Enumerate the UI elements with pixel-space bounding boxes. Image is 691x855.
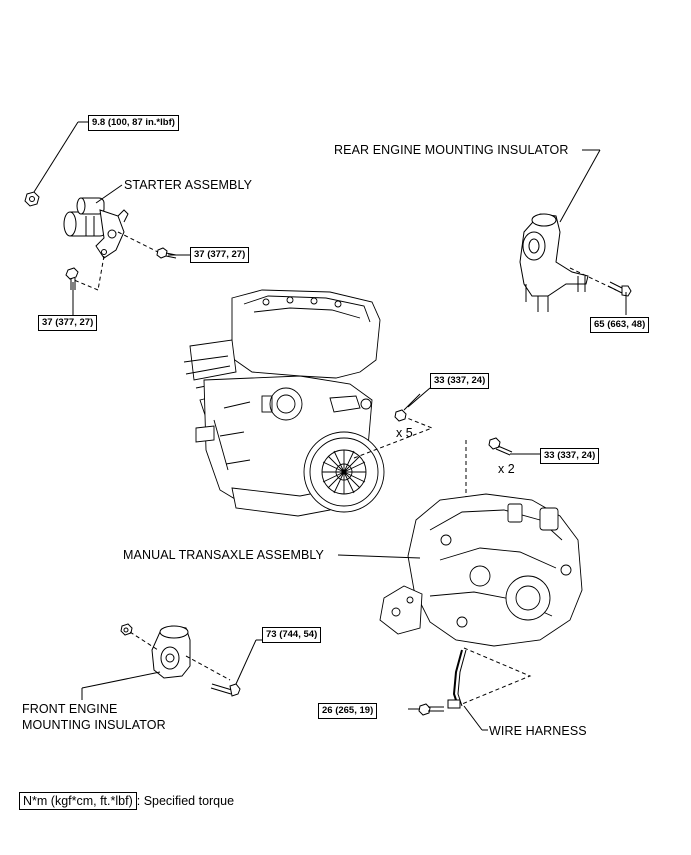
torque-front-mount-bolt: 73 (744, 54) (262, 627, 322, 643)
rear-engine-mounting-insulator-label: REAR ENGINE MOUNTING INSULATOR (334, 143, 569, 157)
front-engine-mounting-insulator-icon (151, 625, 191, 679)
engine-assembly-icon (183, 289, 385, 517)
engine-transaxle-bolt-icon (394, 393, 421, 422)
front-mount-bolt-icon (210, 683, 241, 697)
torque-rear-mount-bolt: 65 (663, 48) (590, 317, 650, 333)
qty-transaxle-bolts: x 2 (498, 462, 515, 476)
legend: N*m (kgf*cm, ft.*lbf): Specified torque (19, 792, 235, 810)
front-mount-nut-icon (120, 623, 133, 636)
wire-harness-bolt-icon (418, 703, 444, 716)
wire-harness-icon (447, 649, 467, 709)
torque-starter-bolt-lower: 37 (377, 27) (38, 315, 98, 331)
starter-assembly-label: STARTER ASSEMBLY (124, 178, 253, 192)
torque-wire-harness-bolt: 26 (265, 19) (318, 703, 378, 719)
manual-transaxle-assembly-icon (379, 493, 583, 647)
rear-mount-bolt-icon (607, 281, 632, 297)
torque-transaxle-bolts: 33 (337, 24) (540, 448, 600, 464)
starter-lower-bolt-icon (65, 267, 79, 290)
torque-starter-bolt-upper: 37 (377, 27) (190, 247, 250, 263)
torque-starter-nut: 9.8 (100, 87 in.*lbf) (88, 115, 179, 131)
qty-engine-transaxle-bolts: x 5 (396, 426, 413, 440)
starter-nut-icon (24, 191, 40, 207)
front-engine-label-line1: FRONT ENGINE (22, 702, 118, 716)
starter-upper-bolt-icon (156, 247, 177, 259)
starter-assembly-icon (63, 197, 129, 259)
legend-unit-box: N*m (kgf*cm, ft.*lbf) (19, 792, 137, 810)
wire-harness-label: WIRE HARNESS (489, 724, 587, 738)
rear-engine-mounting-insulator-icon (519, 213, 589, 312)
transaxle-bolt-icon (488, 437, 513, 456)
front-engine-label-line2: MOUNTING INSULATOR (22, 718, 166, 732)
manual-transaxle-assembly-label: MANUAL TRANSAXLE ASSEMBLY (123, 548, 324, 562)
legend-description: : Specified torque (136, 794, 235, 808)
torque-engine-transaxle-bolts: 33 (337, 24) (430, 373, 490, 389)
